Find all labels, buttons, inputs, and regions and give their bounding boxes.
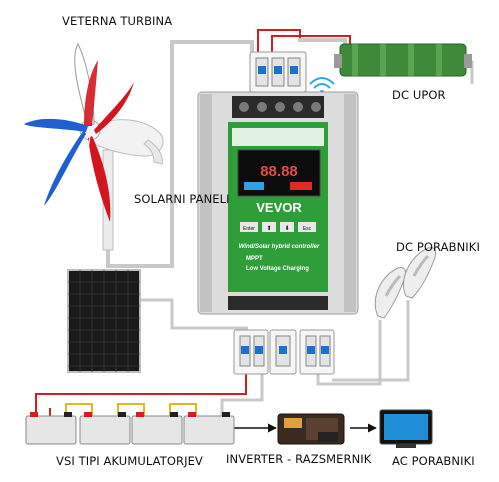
- down-button[interactable]: [280, 222, 294, 232]
- controller-line-2: MPPT: [246, 256, 263, 262]
- display-value: 88.88: [260, 163, 298, 180]
- label-batteries: VSI TIPI AKUMULATORJEV: [56, 454, 203, 468]
- label-ac-loads: AC PORABNIKI: [392, 454, 475, 468]
- label-wind-turbine: VETERNA TURBINA: [62, 14, 173, 28]
- battery-4: [183, 412, 235, 445]
- solar-panel-illustration: [67, 269, 141, 373]
- dc-resistor-illustration: [309, 43, 472, 94]
- dc-loads-illustration: [374, 247, 437, 319]
- battery-3: [131, 412, 183, 445]
- down-button-label: ⬇: [284, 225, 289, 232]
- wind-turbine-illustration: [24, 42, 164, 251]
- hybrid-controller: 88.88 VEVOR Enter ⬆ ⬇ Esc Wind/Solar hyb…: [197, 91, 359, 315]
- wiring: [35, 29, 474, 433]
- label-dc-resistor: DC UPOR: [392, 88, 446, 102]
- controller-buttons: Enter ⬆ ⬇ Esc: [240, 222, 316, 232]
- bottom-breakers: [233, 329, 335, 375]
- label-solar-panels: SOLARNI PANELI: [134, 192, 230, 206]
- battery-2: [79, 412, 131, 445]
- controller-line-3: Low Voltage Charging: [246, 266, 309, 272]
- battery-1: [25, 412, 77, 445]
- top-breakers: [249, 51, 307, 93]
- esc-button-label: Esc: [303, 226, 312, 232]
- inverter-illustration: [277, 413, 345, 445]
- tv-illustration: [379, 409, 433, 448]
- up-button-label: ⬆: [266, 225, 271, 232]
- label-dc-loads: DC PORABNIKI: [396, 240, 480, 254]
- enter-button-label: Enter: [243, 226, 255, 232]
- esc-button[interactable]: [298, 222, 316, 232]
- controller-brand: VEVOR: [256, 200, 302, 215]
- batteries-illustration: [25, 412, 235, 445]
- label-inverter: INVERTER - RAZSMERNIK: [226, 452, 372, 466]
- controller-line-1: Wind/Solar hybrid controller: [239, 244, 320, 250]
- up-button[interactable]: [262, 222, 276, 232]
- enter-button[interactable]: [240, 222, 258, 232]
